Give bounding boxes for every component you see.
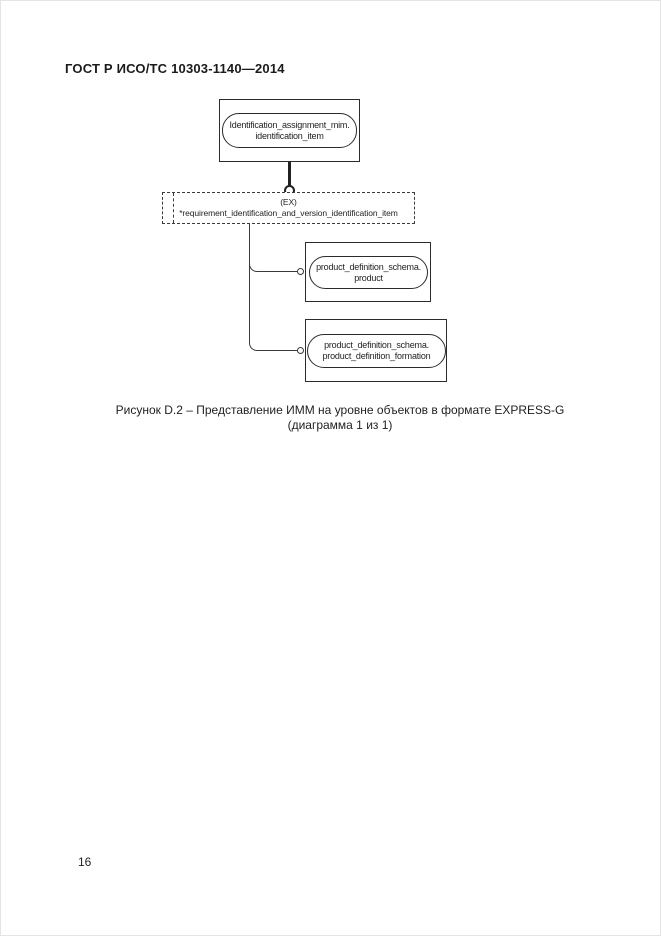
ex-tag: (EX)	[280, 197, 297, 207]
figure-caption-line2: (диаграмма 1 из 1)	[287, 417, 393, 432]
ex-dashed-box: (EX) *requirement_identification_and_ver…	[162, 192, 415, 224]
entity-box-product: product_definition_schema. product	[305, 242, 431, 302]
branch-line-to-product-definition-formation	[249, 224, 299, 351]
entity-box-identification-item: Identification_assignment_mim. identific…	[219, 99, 360, 162]
relationship-thick-line	[287, 162, 291, 186]
ex-label: *requirement_identification_and_version_…	[179, 207, 398, 218]
page-number: 16	[78, 855, 92, 869]
open-circle-connector-formation	[297, 347, 304, 354]
ex-box-inner-divider	[173, 193, 174, 223]
oval-pdf-line1: product_definition_schema.	[324, 340, 429, 350]
oval-product: product_definition_schema. product	[309, 256, 428, 289]
figure-caption-line1: Рисунок D.2 – Представление ИММ на уровн…	[115, 403, 565, 417]
figure-caption: Рисунок D.2 – Представление ИММ на уровн…	[10, 403, 661, 432]
oval-product-line2: product	[354, 272, 383, 283]
oval-identification-item-line1: Identification_assignment_mim.	[229, 119, 350, 130]
oval-product-definition-formation: product_definition_schema. product_defin…	[307, 334, 446, 368]
oval-identification-item-line2: identification_item	[255, 130, 324, 141]
open-circle-connector-product	[297, 268, 304, 275]
oval-product-line1: product_definition_schema.	[316, 261, 421, 272]
oval-identification-item: Identification_assignment_mim. identific…	[222, 113, 357, 148]
oval-pdf-line2: product_definition_formation	[322, 351, 431, 361]
document-header: ГОСТ Р ИСО/ТС 10303-1140—2014	[65, 61, 285, 76]
entity-box-product-definition-formation: product_definition_schema. product_defin…	[305, 319, 447, 382]
